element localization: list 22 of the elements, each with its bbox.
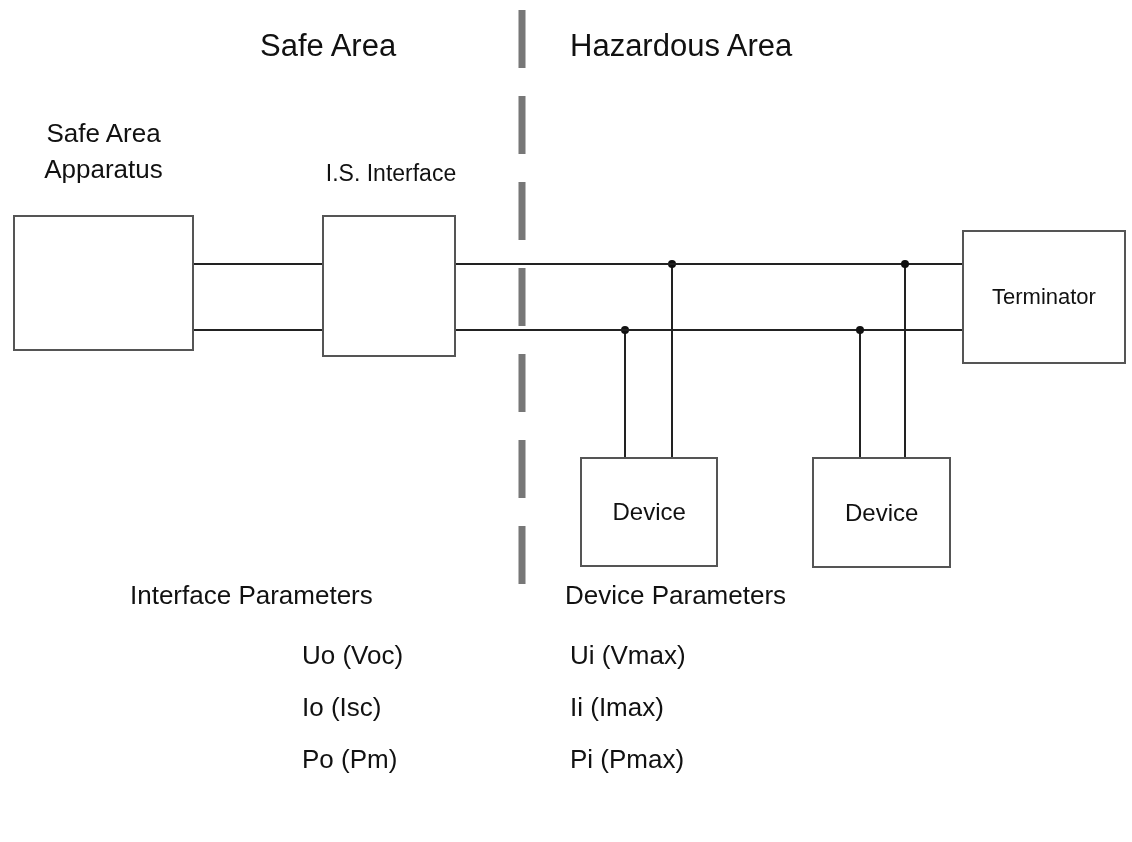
parameter-text: Io (Isc) — [302, 692, 382, 723]
area-heading: Safe Area — [260, 28, 397, 64]
node-heading: I.S. Interface — [324, 159, 458, 188]
wire — [193, 263, 323, 265]
parameter-text: Ii (Imax) — [570, 692, 664, 723]
device-box — [812, 457, 951, 568]
parameter-text: Pi (Pmax) — [570, 744, 685, 775]
parameters-heading: Device Parameters — [565, 580, 787, 611]
wire — [193, 329, 323, 331]
parameters-heading: Interface Parameters — [130, 580, 373, 611]
area-heading: Hazardous Area — [570, 28, 793, 64]
box-label: Device — [845, 498, 919, 527]
parameter-text: Po (Pm) — [302, 744, 398, 775]
wire — [455, 329, 861, 458]
parameter-text: Uo (Voc) — [302, 640, 404, 671]
node-heading: Safe Area Apparatus — [43, 117, 164, 186]
terminator-box — [962, 230, 1126, 364]
box-label: Terminator — [992, 284, 1096, 310]
wire — [455, 263, 906, 458]
box-label: Device — [612, 498, 686, 526]
device-box — [580, 457, 718, 567]
parameter-text: Ui (Vmax) — [570, 640, 686, 671]
